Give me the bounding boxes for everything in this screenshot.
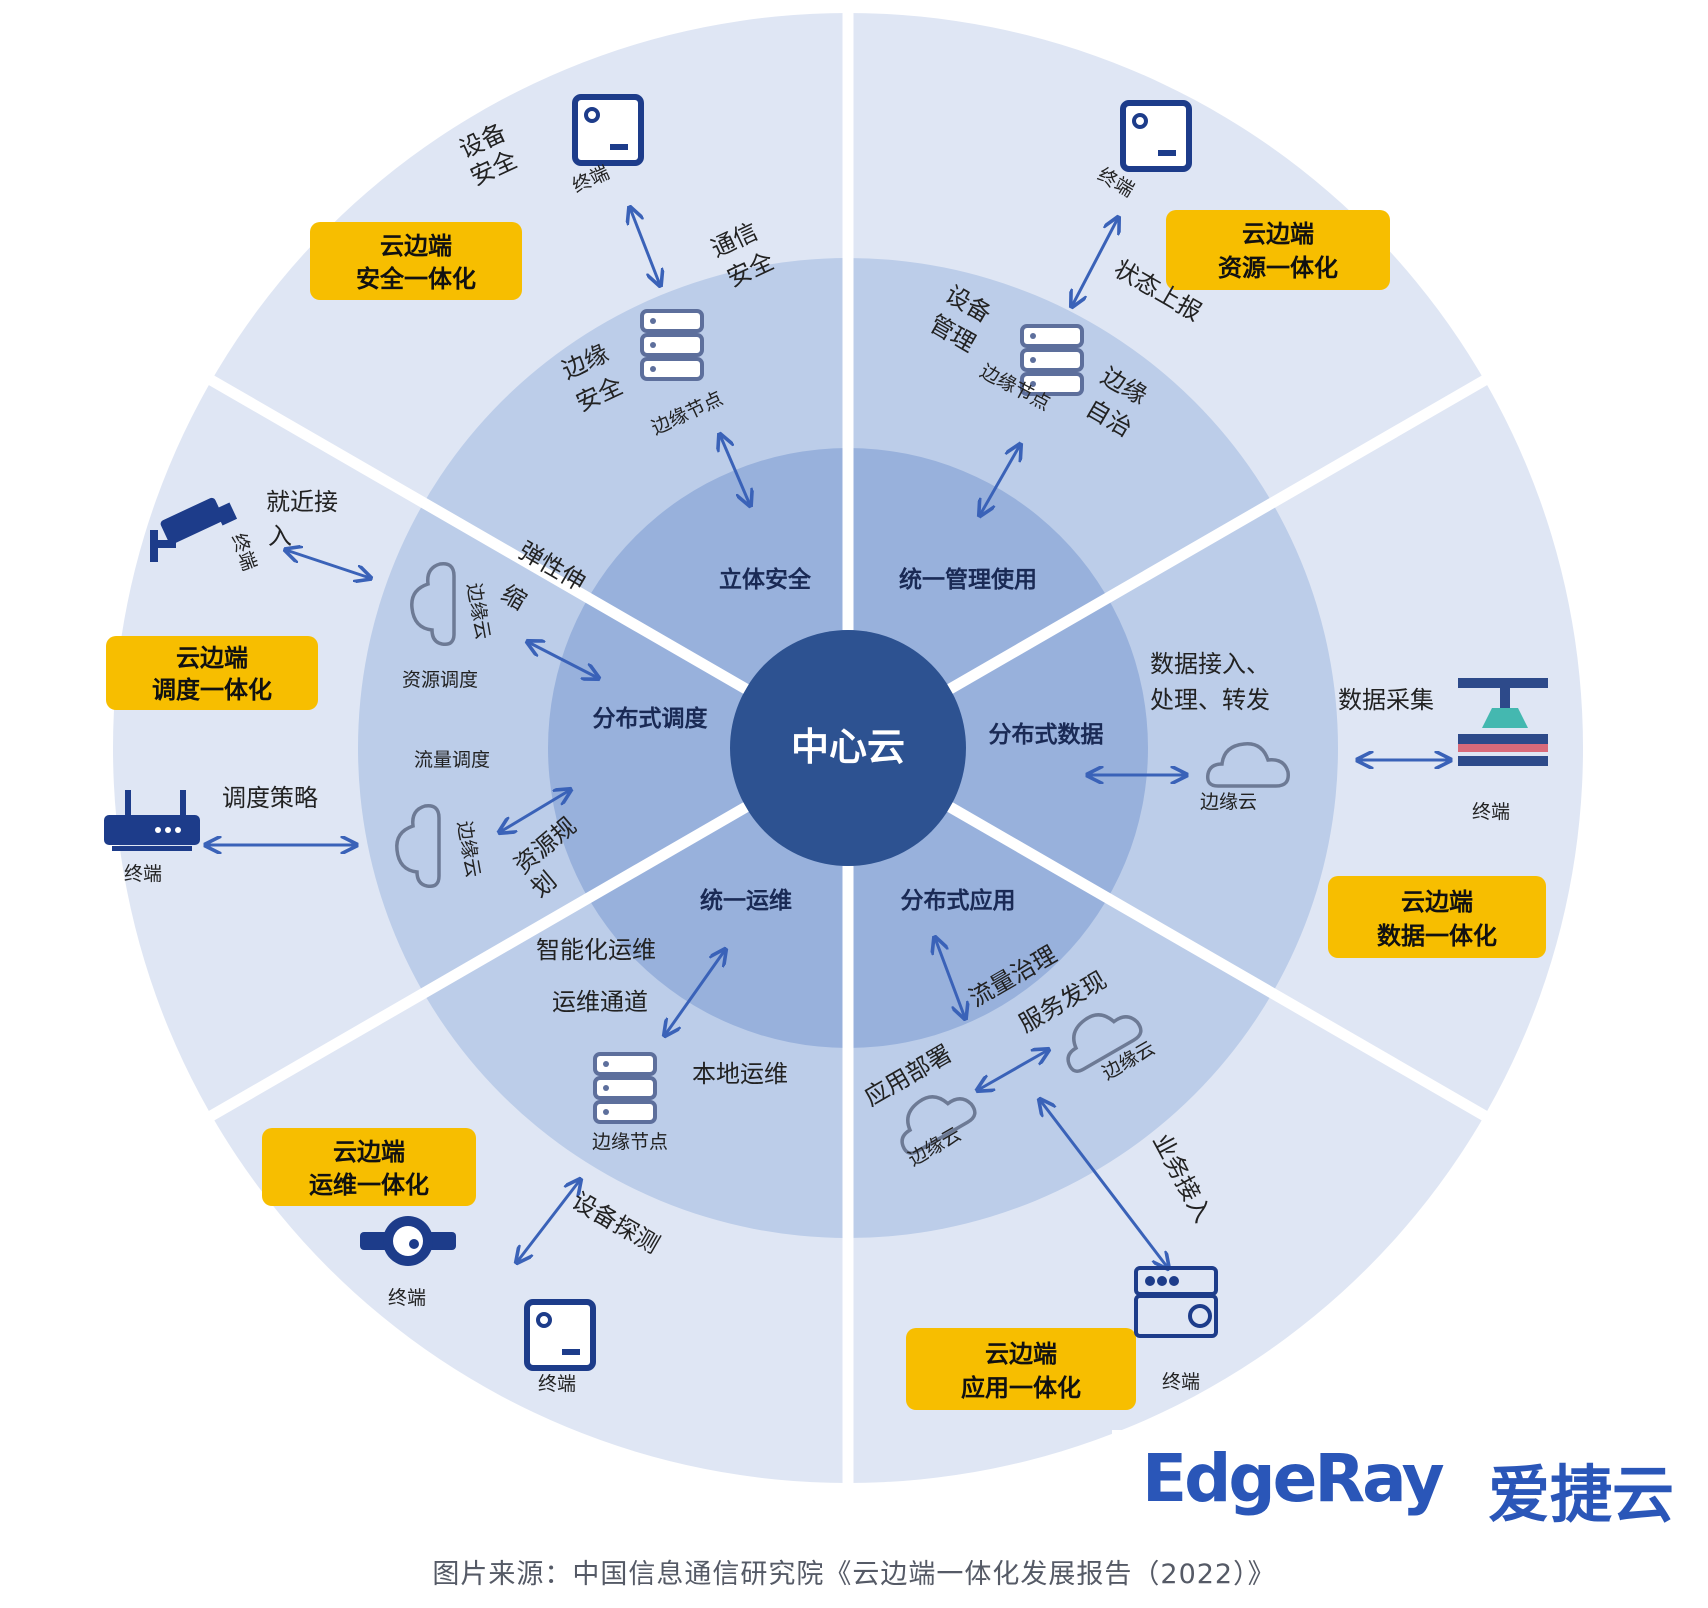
svg-text:入: 入 xyxy=(268,522,292,550)
inner-label-management: 统一管理使用 xyxy=(899,566,1037,593)
badge-operations: 云边端 运维一体化 xyxy=(262,1128,476,1206)
arrow-app-center xyxy=(935,938,965,1018)
svg-text:云边端: 云边端 xyxy=(985,1339,1057,1368)
svg-text:流量调度: 流量调度 xyxy=(414,749,490,771)
center-circle xyxy=(730,630,966,866)
svg-text:数据采集: 数据采集 xyxy=(1338,686,1434,714)
server-icon-ops xyxy=(593,1052,657,1124)
inner-label-security: 立体安全 xyxy=(719,566,812,593)
badge-application: 云边端 应用一体化 xyxy=(906,1328,1136,1410)
sector-dividers xyxy=(208,10,1488,1484)
arrow-edge-center-mgmt xyxy=(980,445,1020,515)
svg-text:数据一体化: 数据一体化 xyxy=(1377,921,1497,950)
svg-text:边缘云: 边缘云 xyxy=(1200,791,1257,813)
svg-text:本地运维: 本地运维 xyxy=(692,1060,788,1088)
svg-text:边缘节点: 边缘节点 xyxy=(592,1131,668,1153)
center-label: 中心云 xyxy=(791,725,905,769)
amplifier-icon xyxy=(1134,1266,1218,1338)
arrow-edge-center-top xyxy=(720,435,750,505)
divider-lower-left xyxy=(208,802,749,1121)
logo-latin: EdgeRay xyxy=(1142,1440,1445,1517)
svg-text:安全一体化: 安全一体化 xyxy=(356,264,476,293)
svg-text:数据接入、: 数据接入、 xyxy=(1150,650,1270,678)
ring-circles xyxy=(113,13,1583,1483)
arrow-device-probe xyxy=(517,1180,580,1262)
svg-text:终端: 终端 xyxy=(388,1287,426,1309)
svg-text:运维一体化: 运维一体化 xyxy=(309,1170,429,1199)
svg-text:终端: 终端 xyxy=(124,863,162,885)
svg-text:应用一体化: 应用一体化 xyxy=(961,1373,1081,1402)
inner-label-data: 分布式数据 xyxy=(989,721,1104,748)
divider-lower-right xyxy=(947,802,1488,1121)
arrow-biz-access xyxy=(1040,1100,1168,1268)
svg-text:终端: 终端 xyxy=(1472,801,1510,823)
divider-upper-left xyxy=(208,375,749,694)
arrow-nearby-access xyxy=(286,550,370,578)
svg-text:调度一体化: 调度一体化 xyxy=(152,675,272,704)
logo-cjk: 爱捷云 xyxy=(1488,1458,1675,1531)
arrow-app-deploy xyxy=(978,1050,1048,1090)
svg-text:运维通道: 运维通道 xyxy=(552,988,648,1016)
svg-text:云边端: 云边端 xyxy=(176,643,248,672)
router-icon xyxy=(104,790,200,851)
svg-text:就近接: 就近接 xyxy=(266,488,338,516)
meter-icon xyxy=(360,1216,456,1266)
device-icon-top-left xyxy=(575,97,641,163)
arrow-status-report xyxy=(1072,218,1118,306)
svg-text:终端: 终端 xyxy=(538,1373,576,1395)
logo-panel: EdgeRay 爱捷云 xyxy=(1112,1430,1708,1542)
server-icon-top xyxy=(640,309,704,381)
svg-text:处理、转发: 处理、转发 xyxy=(1150,686,1270,714)
badge-security: 云边端 安全一体化 xyxy=(310,222,522,300)
badge-scheduling: 云边端 调度一体化 xyxy=(106,636,318,710)
svg-text:云边端: 云边端 xyxy=(333,1137,405,1166)
device-icon-top-right xyxy=(1123,103,1189,169)
svg-text:智能化运维: 智能化运维 xyxy=(536,936,656,964)
inner-ring-labels: 立体安全 统一管理使用 分布式数据 分布式应用 统一运维 分布式调度 xyxy=(593,566,1104,914)
svg-text:终端: 终端 xyxy=(1162,1371,1200,1393)
svg-text:云边端: 云边端 xyxy=(380,231,452,260)
divider-upper-right xyxy=(947,375,1488,694)
arrow-elastic xyxy=(528,642,598,678)
arrows xyxy=(206,208,1450,1268)
svg-text:云边端: 云边端 xyxy=(1242,219,1314,248)
machine-icon xyxy=(1458,678,1548,766)
inner-label-application: 分布式应用 xyxy=(901,887,1016,914)
svg-text:资源调度: 资源调度 xyxy=(402,669,478,691)
camera-icon xyxy=(150,497,238,562)
badge-resource: 云边端 资源一体化 xyxy=(1166,210,1390,290)
svg-text:云边端: 云边端 xyxy=(1401,887,1473,916)
inner-label-scheduling: 分布式调度 xyxy=(593,705,709,732)
figure-caption: 图片来源：中国信息通信研究院《云边端一体化发展报告（2022）》 xyxy=(432,1559,1276,1590)
svg-text:资源一体化: 资源一体化 xyxy=(1218,253,1338,282)
arrow-device-edge-top xyxy=(630,208,660,285)
svg-text:调度策略: 调度策略 xyxy=(222,784,318,812)
device-icon-ops xyxy=(527,1302,593,1368)
inner-label-operations: 统一运维 xyxy=(700,887,792,914)
arrow-ops-center xyxy=(665,950,725,1035)
arrow-traffic-sched xyxy=(500,790,570,832)
badge-data: 云边端 数据一体化 xyxy=(1328,876,1546,958)
